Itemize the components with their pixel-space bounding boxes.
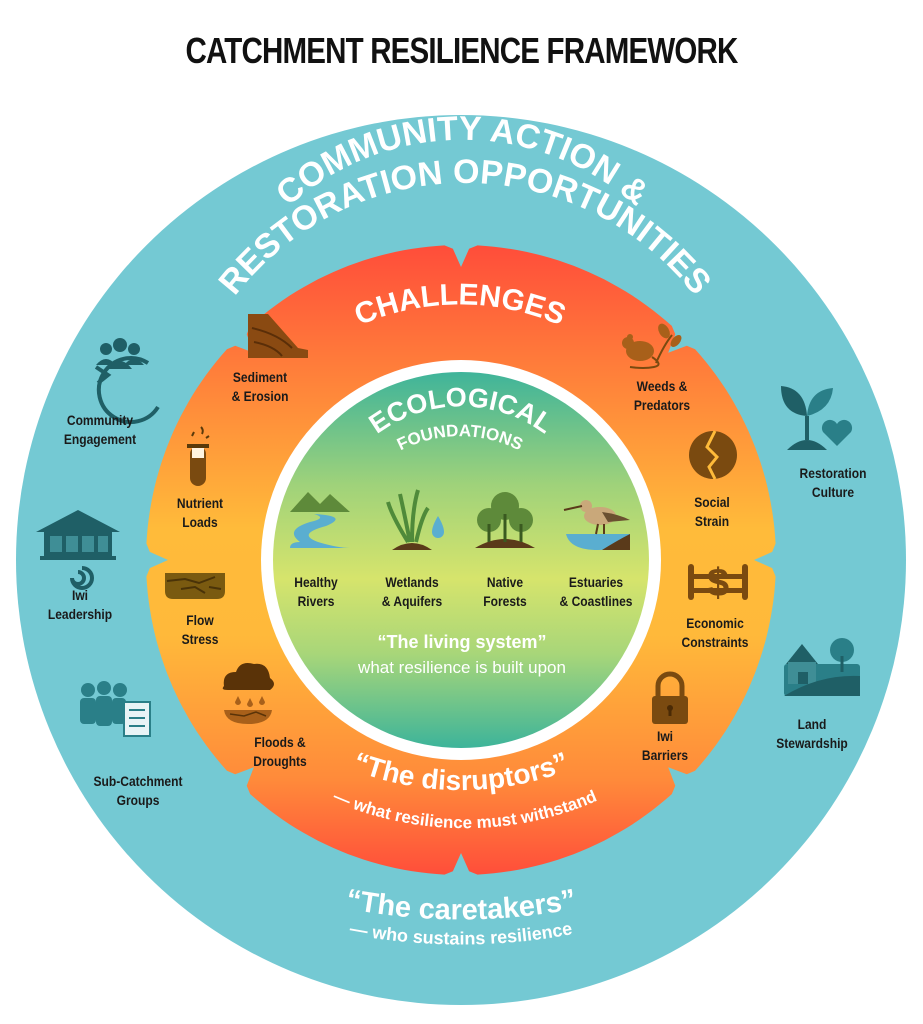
shorebird-icon [563, 500, 630, 550]
wetland-reeds-icon [386, 489, 444, 550]
river-mountains-icon [290, 492, 350, 548]
core-item-estuaries-coastlines: Estuaries& Coastlines [559, 574, 633, 609]
group-document-icon [80, 681, 151, 737]
farm-barn-icon [784, 638, 860, 696]
rat-weed-icon [622, 323, 682, 369]
cracked-ground-icon [165, 573, 225, 599]
padlock-icon [652, 671, 688, 724]
eroding-slope-icon [248, 314, 308, 358]
page-title: CATCHMENT RESILIENCE FRAMEWORK [185, 30, 738, 71]
test-tube-icon [187, 426, 210, 486]
forest-trees-icon [475, 492, 535, 548]
rain-cloud-drought-icon [222, 663, 274, 724]
community-cycle-icon [94, 338, 160, 425]
seedling-heart-icon [781, 386, 853, 450]
core-circle [273, 372, 649, 748]
marae-house-icon [36, 510, 120, 590]
cracked-circle-icon [689, 430, 737, 480]
dollar-fence-icon: $ [688, 561, 748, 605]
core-item-wetlands-aquifers: Wetlands& Aquifers [381, 574, 443, 609]
challenge-item-weeds-predators: Weeds &Predators [633, 378, 691, 413]
svg-text:$: $ [707, 561, 729, 605]
core-subtagline: what resilience is built upon [358, 658, 566, 677]
challenge-item-sediment-erosion: Sediment& Erosion [231, 369, 289, 404]
challenge-item-floods-droughts: Floods &Droughts [253, 734, 307, 769]
core-tagline: “The living system” [377, 632, 547, 652]
